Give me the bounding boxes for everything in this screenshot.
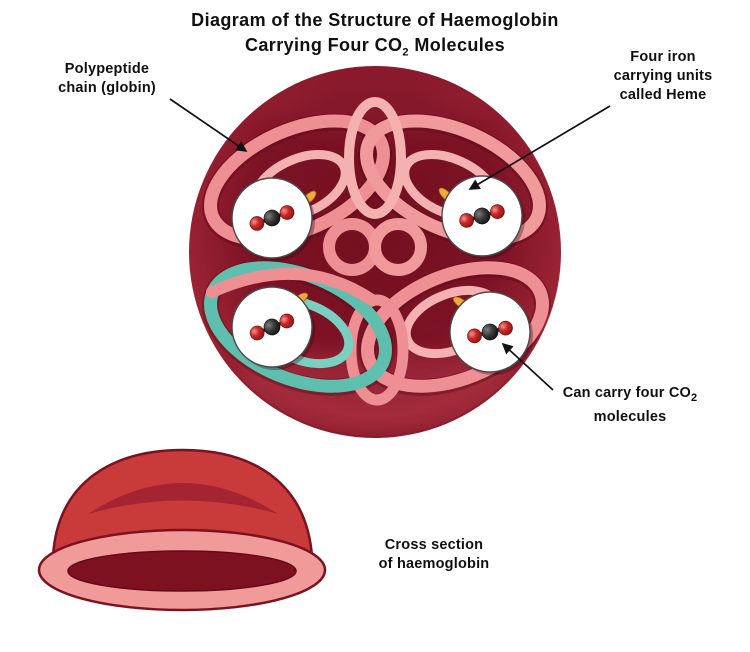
co2-molecule-1 (249, 205, 295, 231)
page-title: Diagram of the Structure of Haemoglobin … (0, 8, 750, 66)
annotation-arrows (169, 98, 611, 391)
ribbon-loop-bottom-right (361, 261, 549, 393)
co2-molecule-2 (459, 204, 505, 228)
title-line-1: Diagram of the Structure of Haemoglobin (191, 10, 559, 30)
co2-site-2 (441, 175, 525, 259)
co2-molecule-4 (467, 320, 513, 344)
label-cross-section: Cross section of haemoglobin (378, 537, 490, 572)
co2-site-1 (231, 177, 315, 261)
arrow-polypeptide (169, 98, 248, 152)
cell-dimple-shadow (88, 483, 278, 514)
arrow-co2 (501, 342, 554, 391)
label-co2-capacity: Can carry four CO2 molecules (562, 385, 698, 425)
cell-inner-core (67, 550, 297, 592)
co2-molecule-3 (249, 313, 295, 341)
cell-dome (51, 448, 314, 558)
arrow-heme (468, 105, 611, 190)
label-polypeptide-chain: Polypeptide chain (globin) (58, 61, 156, 96)
title-line-2: Carrying Four CO2 Molecules (245, 35, 505, 59)
co2-site-3 (231, 286, 315, 370)
label-heme-units: Four iron carrying units called Heme (613, 49, 713, 103)
red-blood-cell (37, 448, 327, 612)
polypeptide-ribbons (202, 97, 551, 406)
ribbon-loop-top-right (360, 114, 546, 246)
ribbon-loop-top-left (204, 114, 390, 246)
